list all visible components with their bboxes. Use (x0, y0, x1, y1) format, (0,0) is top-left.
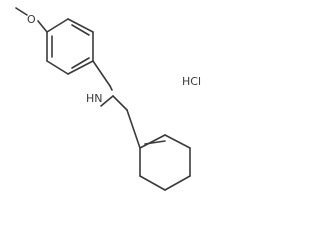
benzene-ring (46, 18, 94, 75)
amine-linker (92, 60, 141, 149)
oxygen-atom-label: O (27, 13, 36, 26)
methoxy-group (15, 7, 48, 33)
cyclohexene-ring (139, 134, 191, 191)
hydrochloride-label: HCl (182, 75, 201, 88)
amine-atom-label: HN (86, 92, 103, 105)
molecular-structure: O HN HCl (15, 7, 201, 191)
